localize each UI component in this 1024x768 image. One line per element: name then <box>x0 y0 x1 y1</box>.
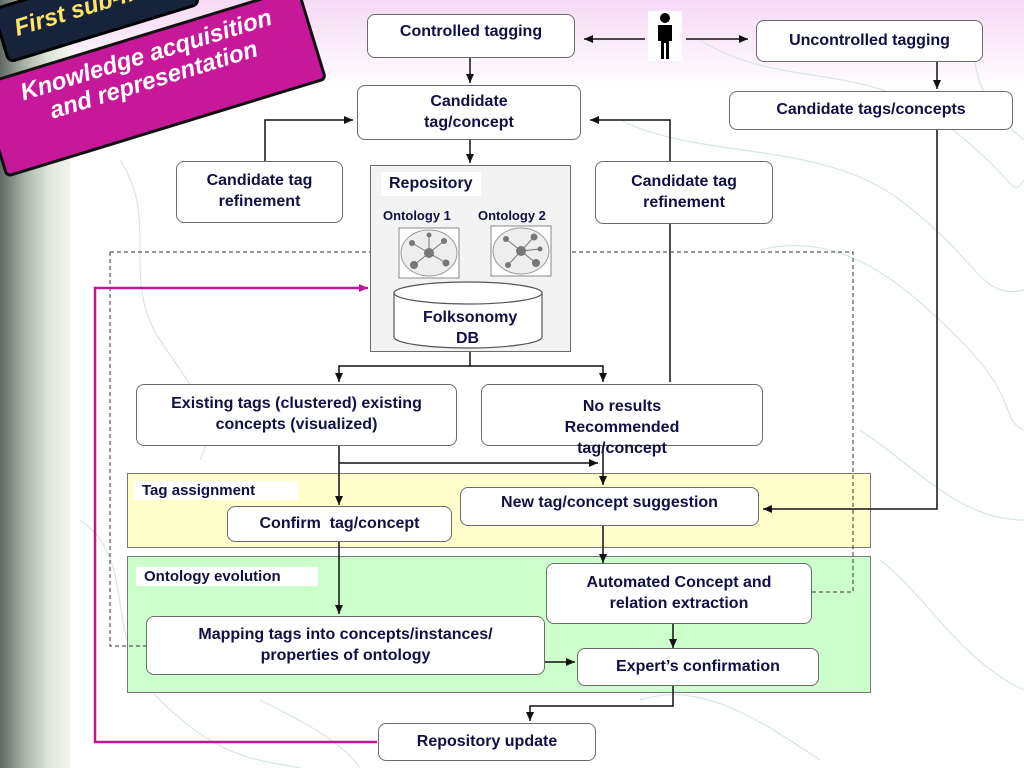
candidate-refinement-right-box: Candidate tag refinement <box>595 161 773 224</box>
arrow-repository-to-existing <box>335 352 471 382</box>
mapping-box: Mapping tags into concepts/instances/ pr… <box>146 616 545 675</box>
candidate-tags-concepts-box: Candidate tags/concepts <box>729 91 1013 130</box>
expert-confirmation-box: Expert’s confirmation <box>577 648 819 686</box>
tag-assignment-label: Tag assignment <box>134 481 298 500</box>
database-icon <box>393 281 543 349</box>
arrow-repository-to-no-results <box>470 365 607 382</box>
arrow-right-refinement-to-candidate <box>590 116 671 161</box>
confirm-box: Confirm tag/concept <box>227 506 452 542</box>
folksonomy-db-label: Folksonomy DB <box>423 309 518 347</box>
feedback-arrow-update-to-repository <box>93 284 377 744</box>
uncontrolled-tagging-box: Uncontrolled tagging <box>756 20 983 62</box>
ontology-2-graph-icon <box>490 225 552 277</box>
ontology-1-label: Ontology 1 <box>383 208 451 223</box>
repository-update-box: Repository update <box>378 723 596 761</box>
ontology-2-label: Ontology 2 <box>478 208 546 223</box>
candidate-refinement-left-box: Candidate tag refinement <box>176 161 343 223</box>
existing-tags-box: Existing tags (clustered) existing conce… <box>136 384 457 446</box>
arrow-expert-to-update <box>526 686 674 721</box>
candidate-tag-concept-box: Candidate tag/concept <box>357 85 581 140</box>
user-icon <box>648 11 682 61</box>
repository-title: Repository <box>381 172 481 196</box>
ontology-1-graph-icon <box>398 227 460 279</box>
controlled-tagging-box: Controlled tagging <box>367 14 575 58</box>
automated-extraction-box: Automated Concept and relation extractio… <box>546 563 812 624</box>
dashed-loop-left <box>109 252 146 647</box>
ontology-evolution-label: Ontology evolution <box>136 567 318 586</box>
arrow-left-refinement-to-candidate <box>264 116 353 161</box>
no-results-box: No results Recommended tag/concept <box>481 384 763 457</box>
new-suggestion-box: New tag/concept suggestion <box>460 487 759 526</box>
arrow-candidates-to-new <box>763 130 938 513</box>
